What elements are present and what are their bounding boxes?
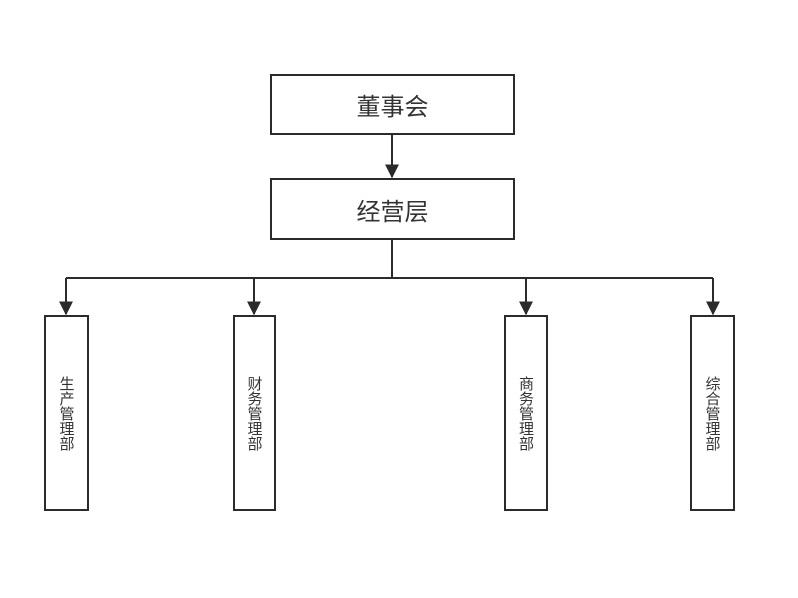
node-board-label: 董事会	[356, 93, 429, 121]
node-dept-general: 综合管理部	[690, 315, 735, 511]
node-dept-production-label: 生产管理部	[57, 375, 76, 451]
node-dept-business: 商务管理部	[504, 315, 548, 511]
node-management: 经营层	[270, 178, 515, 240]
node-dept-general-label: 综合管理部	[703, 375, 722, 451]
node-dept-production: 生产管理部	[44, 315, 89, 511]
node-management-label: 经营层	[356, 197, 429, 226]
node-dept-business-label: 商务管理部	[517, 375, 535, 451]
node-dept-finance-label: 财务管理部	[245, 375, 264, 451]
node-dept-finance: 财务管理部	[233, 315, 276, 511]
node-board: 董事会	[270, 74, 515, 135]
